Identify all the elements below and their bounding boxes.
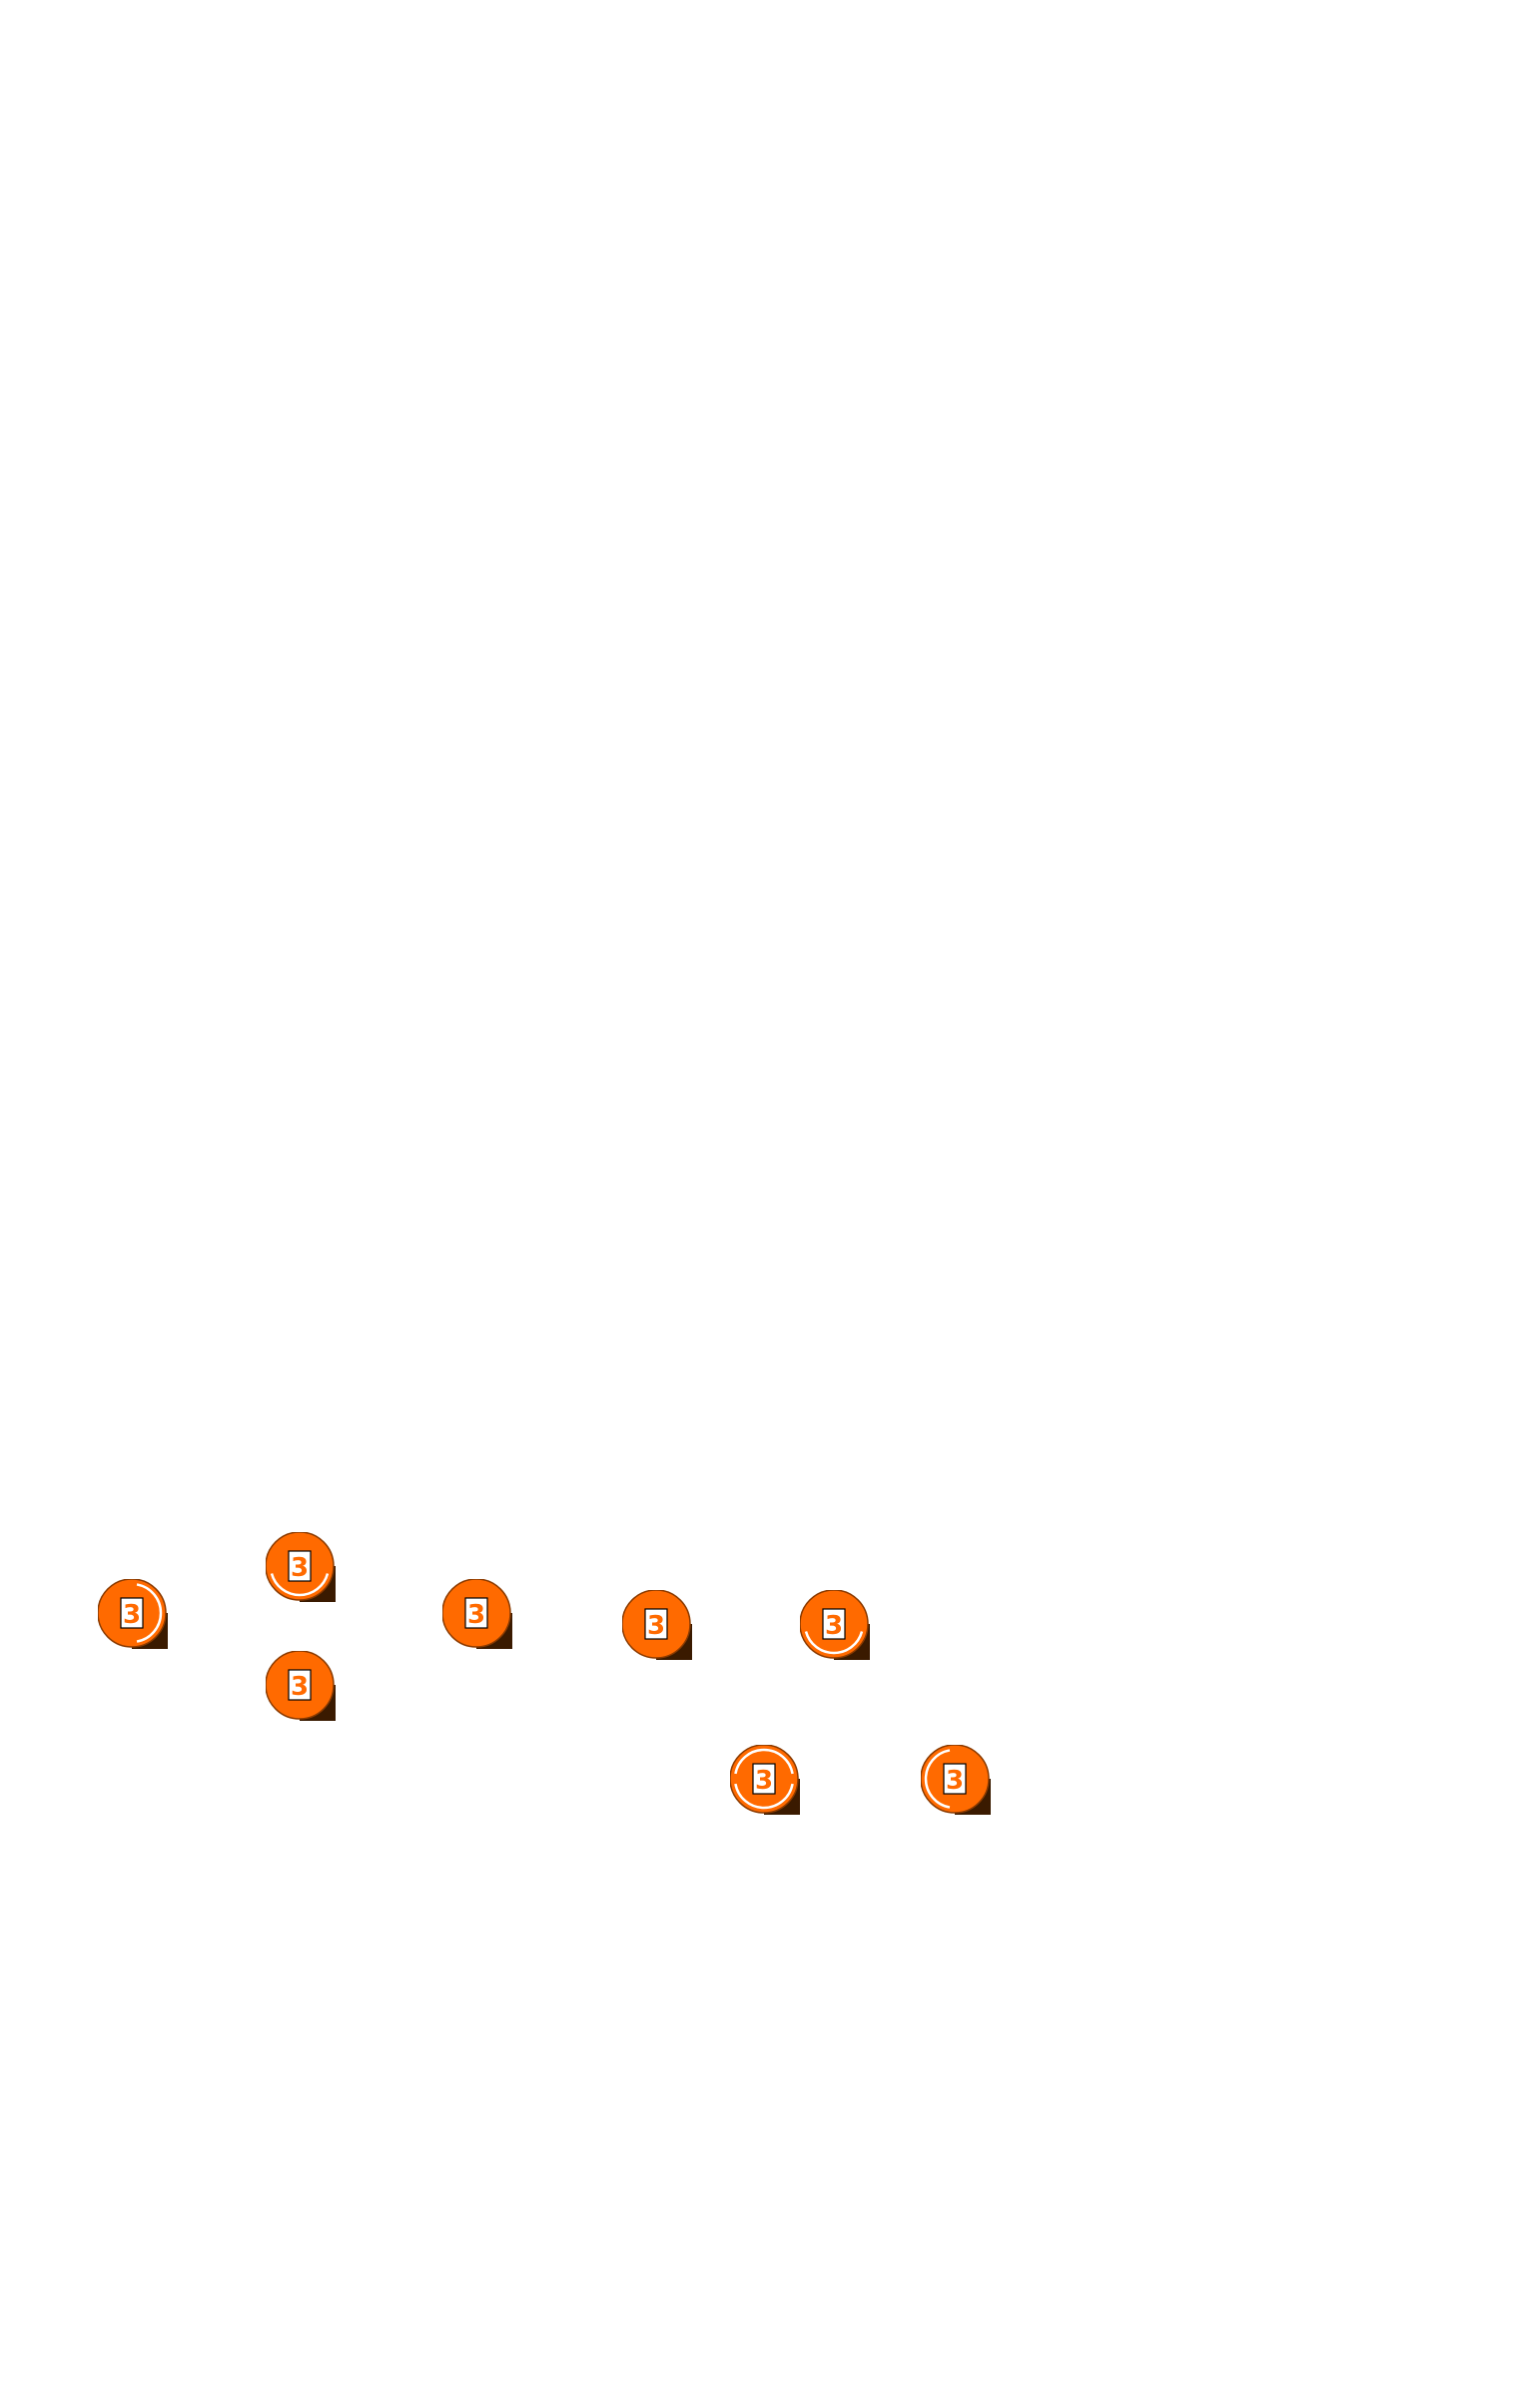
marker-label: 3 [123, 1600, 141, 1630]
map-marker[interactable]: 3 [266, 1532, 338, 1604]
marker-label: 3 [291, 1672, 309, 1702]
marker-label: 3 [647, 1611, 665, 1641]
marker-ring [734, 1748, 794, 1775]
marker-ring [734, 1783, 794, 1810]
map-pin-icon: 3 [266, 1532, 336, 1602]
marker-label-box [752, 1763, 776, 1795]
marker-ring [804, 1631, 864, 1655]
marker-label: 3 [825, 1611, 843, 1641]
map-marker[interactable]: 3 [730, 1745, 802, 1817]
map-pin-icon: 3 [921, 1745, 991, 1815]
map-marker[interactable]: 3 [622, 1590, 694, 1662]
marker-label-box [120, 1597, 144, 1629]
marker-ring [136, 1583, 163, 1643]
map-pin-icon: 3 [442, 1579, 512, 1649]
marker-label-box [288, 1550, 312, 1582]
map-pin-icon: 3 [622, 1590, 692, 1660]
marker-ring [270, 1573, 330, 1597]
marker-label-box [644, 1608, 668, 1640]
marker-label: 3 [946, 1766, 964, 1796]
map-marker[interactable]: 3 [266, 1651, 338, 1723]
marker-label: 3 [755, 1766, 773, 1796]
marker-label: 3 [291, 1553, 309, 1583]
map-pin-icon: 3 [730, 1745, 800, 1815]
map-pin-icon: 3 [98, 1579, 168, 1649]
marker-label-box [943, 1763, 967, 1795]
map-marker[interactable]: 3 [800, 1590, 872, 1662]
map-pin-icon: 3 [800, 1590, 870, 1660]
marker-ring [924, 1749, 951, 1809]
marker-label-box [288, 1669, 312, 1701]
map-marker[interactable]: 3 [921, 1745, 993, 1817]
marker-label: 3 [467, 1600, 485, 1630]
map-marker[interactable]: 3 [442, 1579, 514, 1651]
marker-label-box [822, 1608, 846, 1640]
map-marker[interactable]: 3 [98, 1579, 170, 1651]
marker-label-box [464, 1597, 488, 1629]
map-pin-icon: 3 [266, 1651, 336, 1721]
